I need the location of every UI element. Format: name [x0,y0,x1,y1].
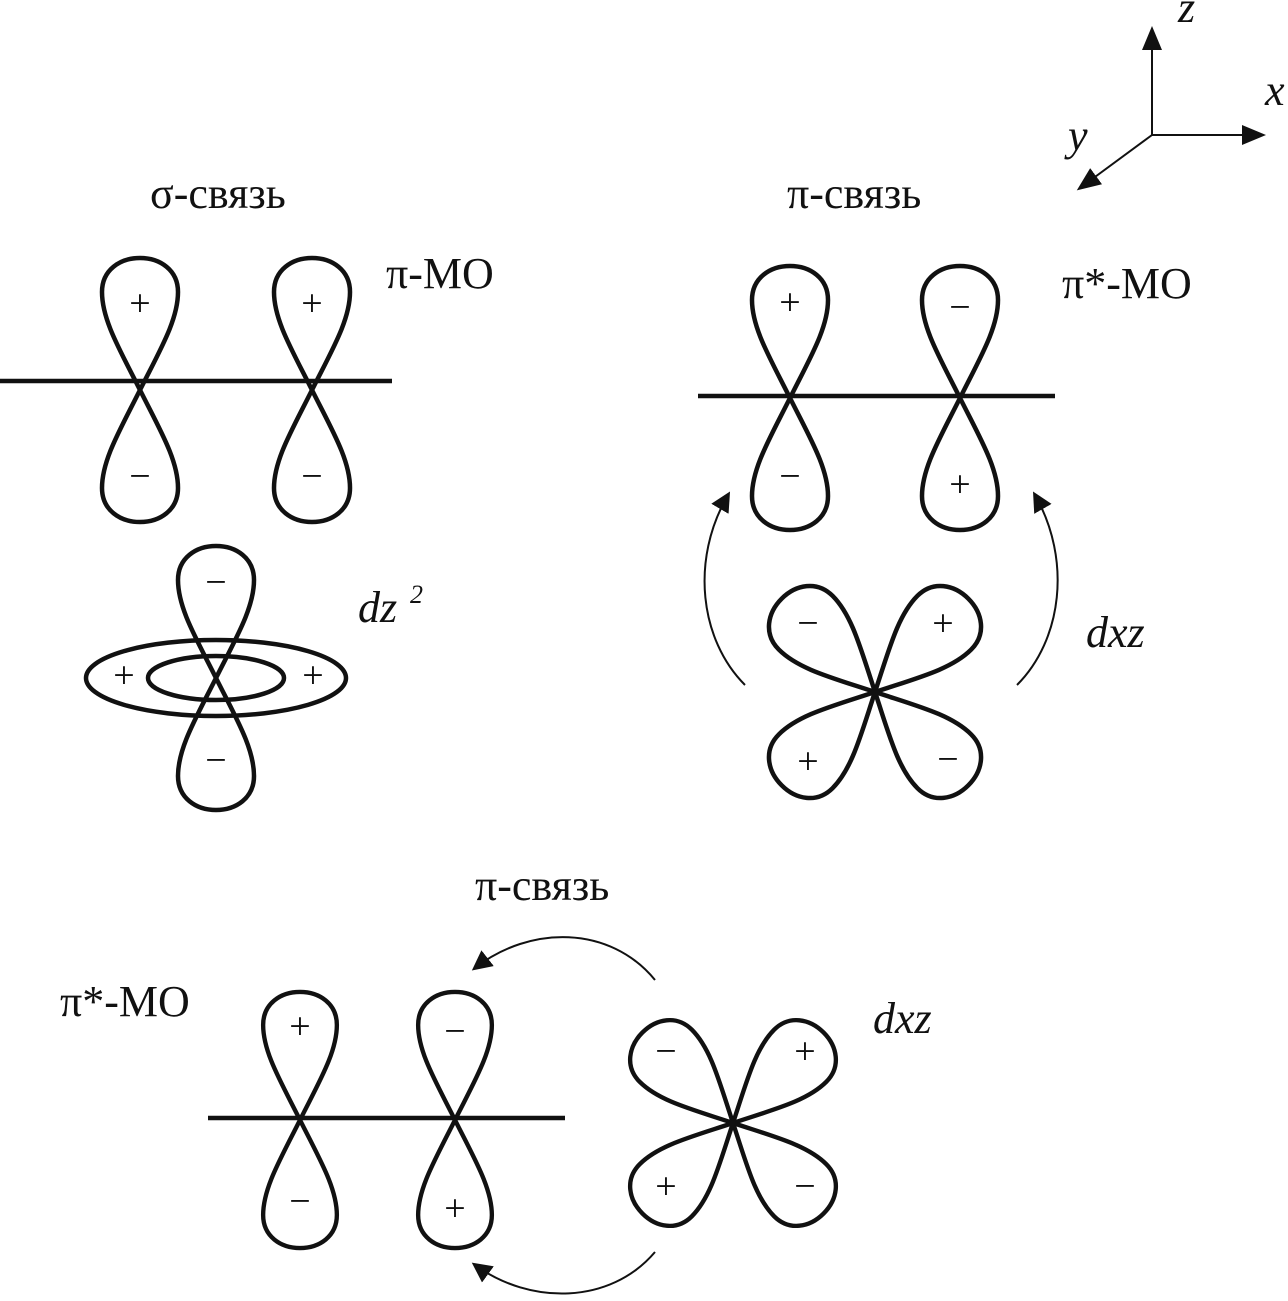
dxz-label: dxz [873,994,932,1043]
overlap-arrow [471,936,656,981]
pi-mo-label: π-МО [386,249,494,298]
phase-sign: − [205,562,226,604]
phase-sign: − [779,456,800,498]
overlap-arrow [1016,491,1059,686]
phase-sign: + [932,603,953,645]
phase-sign: − [289,1181,310,1223]
phase-sign: − [129,456,150,498]
pi-bond-top-group: π-связь π*-МО + − − + dxz − + + − [698,169,1192,812]
overlap-arrow [471,1251,656,1295]
z-axis-label: z [1177,0,1195,32]
phase-sign: − [937,739,958,781]
dz2-orbital [83,546,349,810]
phase-sign: + [289,1006,310,1048]
pi-bond-bottom-group: π-связь π*-МО + − − + dxz − + + − [60,861,932,1295]
dxz-orbital [755,572,995,812]
phase-sign: + [302,655,323,697]
sigma-bond-group: σ-связь π-МО + − + − dz 2 − − + + [0,169,494,810]
x-axis-label: x [1264,66,1285,115]
dxz-label: dxz [1086,608,1145,657]
phase-sign: + [129,283,150,325]
y-axis [1076,134,1153,191]
phase-sign: + [794,1031,815,1073]
phase-sign: + [949,464,970,506]
sigma-bond-title: σ-связь [150,169,286,218]
pi-bond-title: π-связь [787,169,921,218]
phase-sign: + [301,283,322,325]
phase-sign: + [444,1188,465,1230]
phase-sign: − [301,456,322,498]
pi-bond-title: π-связь [475,861,609,910]
phase-sign: − [655,1031,676,1073]
phase-sign: + [655,1166,676,1208]
phase-sign: + [113,655,134,697]
coordinate-axes: z x y [1064,0,1285,191]
overlap-arrow [703,491,746,686]
pi-star-mo-label: π*-МО [1062,259,1192,308]
dz2-superscript: 2 [410,580,423,609]
phase-sign: − [949,287,970,329]
dz2-label: dz [358,583,397,632]
phase-sign: − [797,603,818,645]
phase-sign: + [797,741,818,783]
phase-sign: − [794,1166,815,1208]
pi-star-mo-label: π*-МО [60,977,190,1026]
y-axis-label: y [1064,111,1088,160]
phase-sign: + [779,282,800,324]
phase-sign: − [444,1011,465,1053]
phase-sign: − [205,740,226,782]
